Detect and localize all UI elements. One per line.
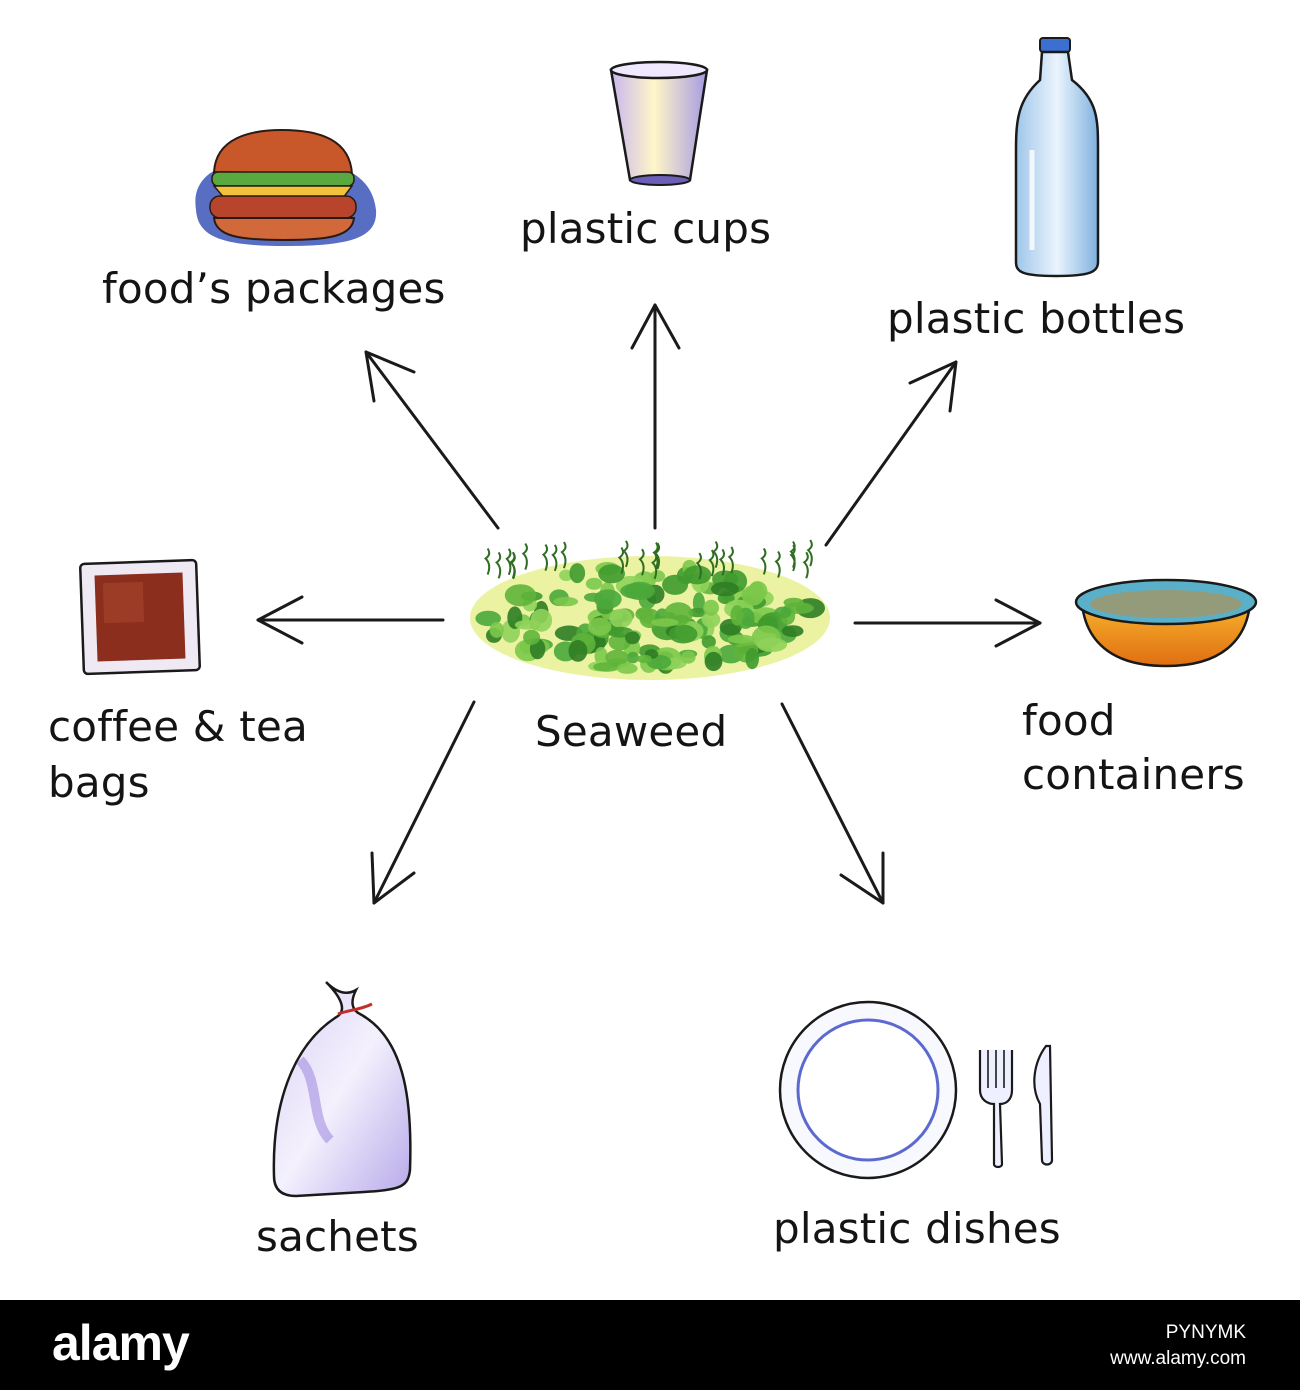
seaweed-frond	[495, 551, 502, 579]
diagram-art	[79, 37, 1258, 1198]
seaweed-leaf	[593, 589, 622, 609]
footer-bar: alamy PYNYMK www.alamy.com	[0, 1300, 1300, 1390]
seaweed-leaf	[701, 611, 721, 628]
seaweed-frond	[727, 546, 734, 574]
seaweed-leaf	[681, 650, 696, 664]
label-plastic-cups: plastic cups	[520, 204, 772, 253]
seaweed-frond	[712, 541, 719, 568]
seaweed-leaf	[553, 596, 579, 607]
seaweed-leaf	[741, 585, 765, 606]
label-seaweed: Seaweed	[535, 707, 728, 756]
seaweed-leaf	[701, 635, 716, 649]
image-id: PYNYMK	[1165, 1322, 1246, 1343]
burger-icon	[195, 128, 377, 246]
seaweed-leaf	[710, 581, 739, 597]
seaweed-frond	[484, 547, 491, 575]
seaweed-icon	[470, 539, 830, 680]
seaweed-frond	[509, 552, 516, 580]
label-plastic-dishes: plastic dishes	[773, 1204, 1061, 1253]
seaweed-leaf	[616, 663, 638, 674]
seaweed-frond	[708, 549, 715, 577]
seaweed-leaf	[594, 647, 608, 665]
seaweed-leaf	[635, 608, 648, 620]
seaweed-frond	[789, 544, 796, 572]
label-plastic-bottles: plastic bottles	[887, 294, 1186, 343]
arrow-to-sachets	[370, 700, 476, 905]
arrow-to-food-packages	[364, 350, 500, 530]
arrow-to-plastic-bottles	[824, 360, 958, 547]
plate-cutlery-icon	[778, 1000, 1054, 1180]
seaweed-frond	[806, 539, 813, 567]
seaweed-leaf	[620, 583, 652, 599]
arrow-to-coffee-tea-bags	[256, 595, 445, 645]
seaweed-leaf	[688, 607, 708, 618]
seaweed-leaf	[569, 563, 586, 584]
label-coffee-tea-bags-line1: coffee & tea	[48, 702, 308, 751]
brand-logo: alamy	[52, 1315, 190, 1371]
seaweed-leaf	[703, 599, 719, 616]
seaweed-leaf	[781, 625, 804, 637]
seaweed-leaf	[598, 564, 625, 584]
seaweed-leaf	[626, 651, 639, 664]
seaweed-frond	[718, 548, 725, 576]
seaweed-frond	[622, 540, 629, 568]
seaweed-leaf	[683, 565, 712, 585]
label-food-containers-line1: food	[1022, 696, 1116, 745]
seaweed-frond	[760, 547, 767, 575]
seaweed-leaf	[727, 634, 755, 644]
seaweed-leaf	[704, 651, 723, 672]
tea-bag-icon	[79, 558, 201, 676]
seaweed-leaf	[609, 608, 633, 628]
seaweed-frond	[521, 543, 528, 570]
site-url: www.alamy.com	[1110, 1348, 1246, 1369]
seaweed-leaf	[530, 608, 553, 632]
cup-icon	[609, 60, 709, 186]
label-coffee-tea-bags-line2: bags	[48, 758, 150, 807]
seaweed-frond	[560, 541, 567, 569]
diagram: food’s packages plastic cups plastic bot…	[48, 37, 1258, 1261]
seaweed-leaf	[669, 624, 698, 644]
seaweed-frond	[695, 552, 702, 580]
seaweed-leaf	[662, 574, 689, 595]
label-food-containers-line2: containers	[1022, 750, 1245, 799]
seaweed-frond	[774, 550, 781, 578]
seaweed-leaf	[587, 617, 612, 636]
seaweed-leaf	[568, 640, 588, 662]
bottle-icon	[1014, 37, 1100, 278]
seaweed-leaf	[651, 618, 679, 627]
seaweed-leaf	[637, 654, 652, 664]
seaweed-leaf	[774, 606, 792, 619]
seaweed-leaf	[504, 584, 537, 607]
label-food-packages: food’s packages	[102, 264, 446, 313]
sachet-icon	[272, 981, 412, 1198]
seaweed-frond	[541, 544, 548, 571]
seaweed-leaf	[625, 631, 640, 645]
seaweed-leaf	[523, 629, 541, 645]
seaweed-frond	[638, 548, 645, 576]
arrows	[256, 303, 1042, 905]
seaweed-frond	[505, 548, 512, 576]
seaweed-leaf	[489, 621, 504, 638]
seaweed-leaf	[585, 577, 603, 590]
seaweed-leaf	[605, 649, 629, 666]
seaweed-frond	[551, 544, 558, 572]
arrow-to-plastic-dishes	[780, 702, 885, 905]
seaweed-frond	[652, 542, 659, 569]
seaweed-leaf	[756, 637, 788, 652]
seaweed-frond	[802, 551, 809, 579]
seaweed-leaf	[745, 648, 759, 670]
image-meta: PYNYMK www.alamy.com	[1110, 1320, 1246, 1372]
seaweed-leaf	[730, 605, 744, 626]
arrow-to-food-containers	[853, 598, 1042, 648]
label-sachets: sachets	[256, 1212, 419, 1261]
bowl-icon	[1074, 578, 1258, 668]
arrow-to-plastic-cups	[630, 303, 681, 530]
seaweed-leaf	[475, 610, 502, 627]
